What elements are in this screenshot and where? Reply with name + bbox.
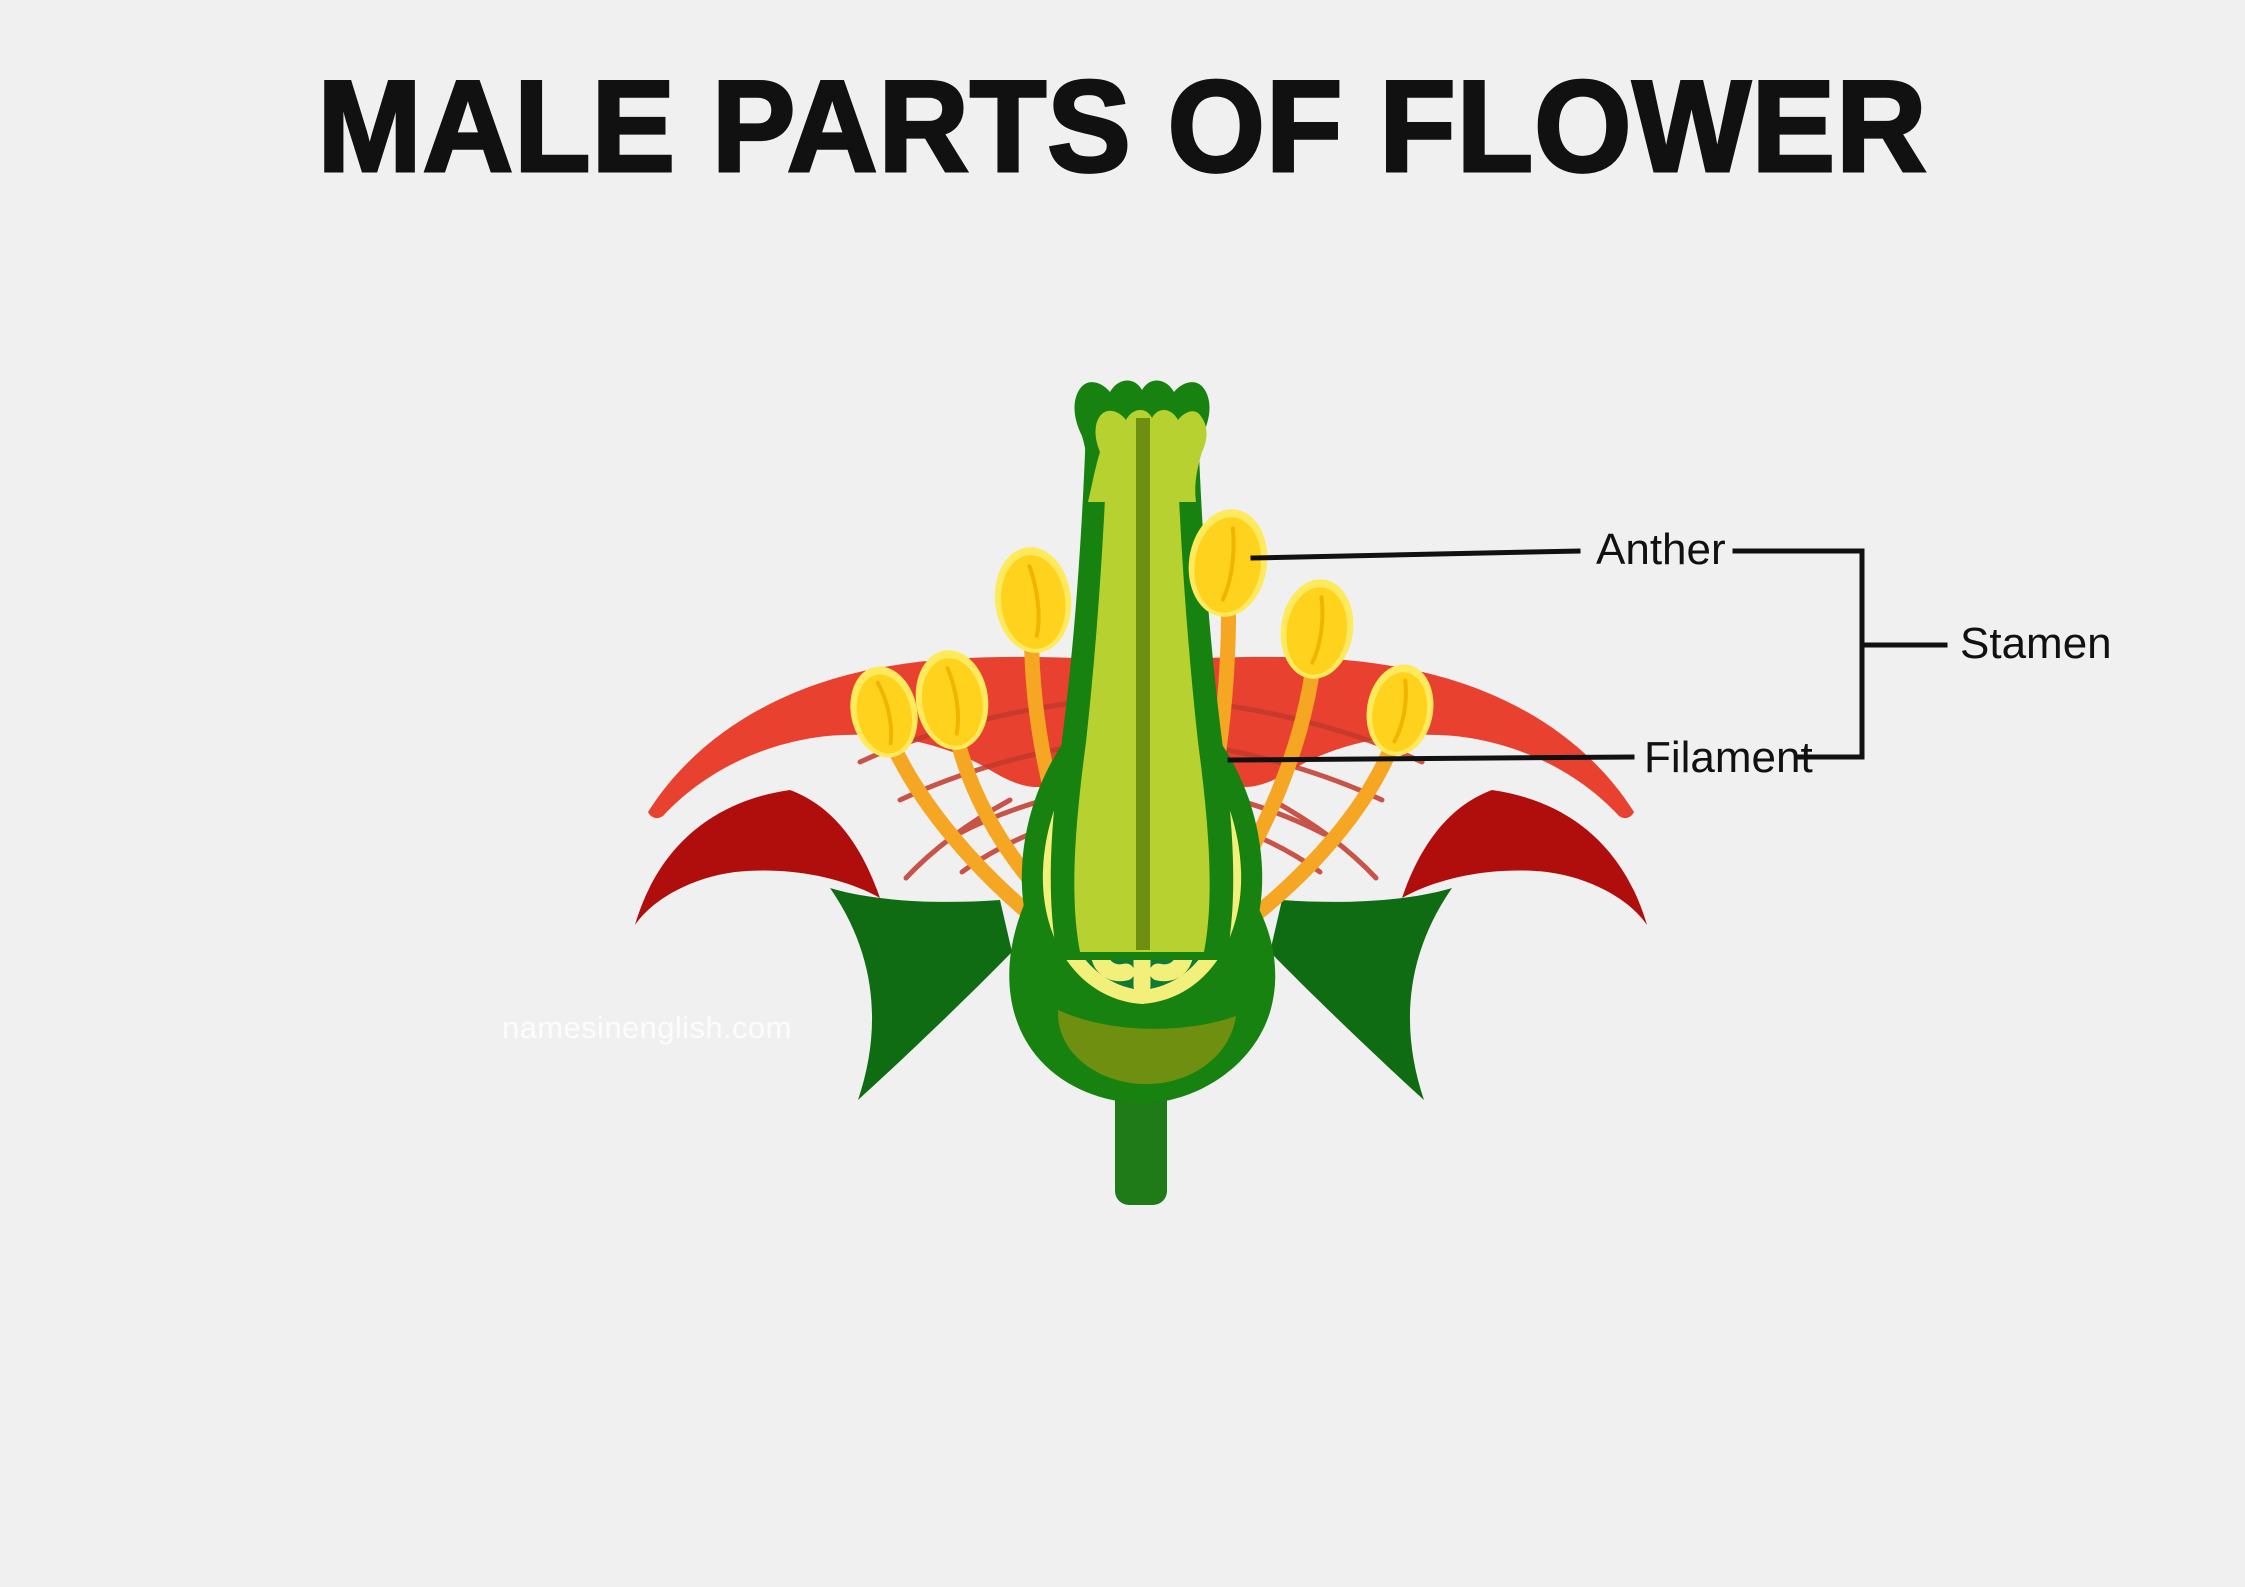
- anther-left-tall: [994, 547, 1072, 653]
- anther-right-tall: [1188, 509, 1268, 617]
- stigma-vascular-line: [1136, 418, 1150, 502]
- anther-group: [850, 509, 1434, 758]
- petal-right: [1160, 656, 1634, 830]
- callout-label-filament: Filament: [1644, 733, 1813, 782]
- anther-left-mid: [915, 650, 989, 750]
- anther-left-outer: [850, 666, 918, 758]
- watermark-text: namesinenglish.com: [502, 1010, 792, 1045]
- leader-line-filament: [1227, 754, 1635, 763]
- style-vascular-line: [1136, 436, 1150, 950]
- petal-underside-left: [635, 790, 880, 925]
- receptacle-highlight: [1057, 1010, 1236, 1085]
- sepal-left: [830, 888, 1012, 1100]
- petal-underside-right: [1402, 790, 1647, 925]
- anther-right-low: [1366, 664, 1434, 756]
- callout-lines: [1227, 548, 1948, 763]
- callout-label-anther: Anther: [1596, 525, 1726, 574]
- page-title: MALE PARTS OF FLOWER: [316, 54, 1928, 200]
- petal-left: [648, 656, 1122, 830]
- pedicel-group: [1115, 1075, 1167, 1205]
- callout-label-stamen: Stamen: [1960, 619, 2112, 668]
- pistil-group: [1050, 380, 1234, 960]
- leader-line-anther: [1250, 548, 1581, 561]
- sepal-right: [1270, 888, 1452, 1100]
- sepal-group: [830, 888, 1452, 1100]
- anther-right-mid: [1280, 579, 1354, 679]
